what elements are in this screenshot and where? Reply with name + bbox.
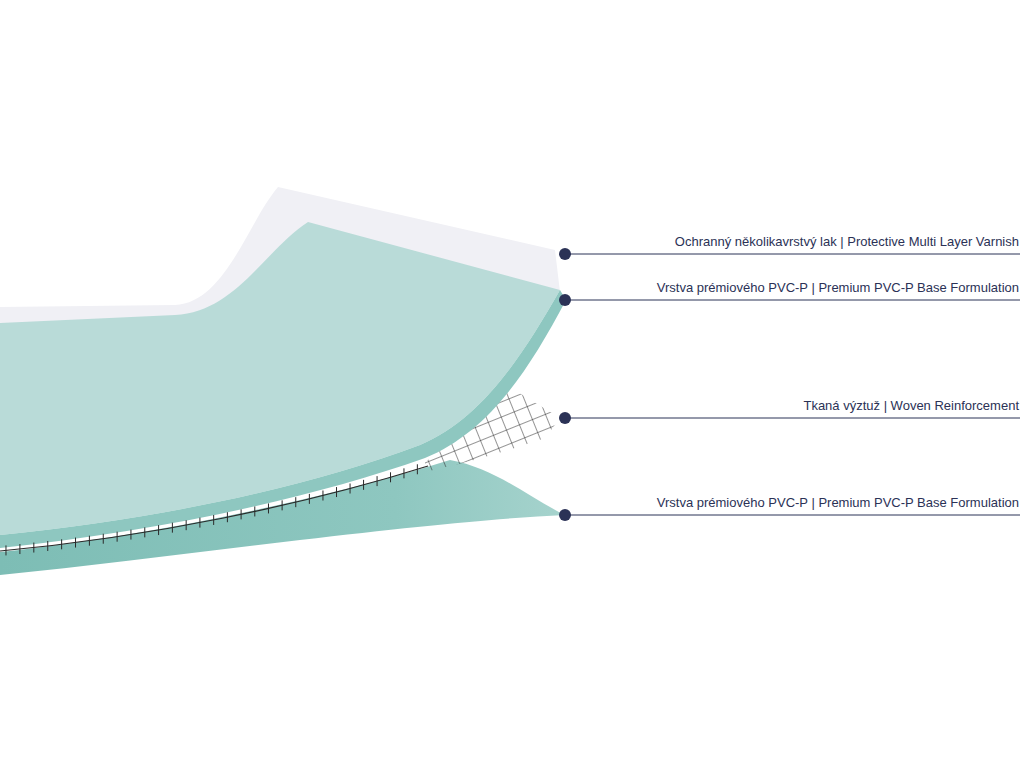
- reinforcement-tick: [282, 500, 283, 510]
- reinforcement-tick: [309, 494, 310, 504]
- reinforcement-tick: [47, 541, 48, 551]
- leader-line: [565, 300, 1020, 301]
- reinforcement-ticks: [6, 464, 417, 555]
- layer-label: Vrstva prémiového PVC-P | Premium PVC-P …: [657, 495, 1019, 511]
- leader-line: [565, 418, 1020, 419]
- reinforcement-tick: [377, 476, 378, 486]
- reinforcement-tick: [75, 538, 76, 548]
- reinforcement-tick: [268, 503, 269, 513]
- leader-dot: [559, 509, 571, 521]
- reinforcement-tick: [103, 534, 104, 544]
- leader-dots: [559, 248, 571, 521]
- reinforcement-tick: [363, 480, 364, 490]
- reinforcement-tick: [5, 545, 6, 555]
- reinforcement-tick: [130, 530, 131, 540]
- reinforcement-tick: [350, 484, 351, 494]
- leader-dot: [559, 248, 571, 260]
- reinforcement-tick: [295, 497, 296, 507]
- leader-dot: [559, 294, 571, 306]
- reinforcement-tick: [403, 468, 404, 478]
- reinforcement-tick: [117, 532, 118, 542]
- leader-line: [565, 254, 1020, 255]
- reinforcement-tick: [19, 544, 20, 554]
- leader-lines: [565, 254, 1020, 515]
- reinforcement-tick: [213, 515, 214, 525]
- reinforcement-tick: [417, 464, 418, 474]
- reinforcement-tick: [254, 506, 255, 516]
- reinforcement-tick: [241, 509, 242, 519]
- reinforcement-tick: [144, 527, 145, 537]
- leader-dot: [559, 412, 571, 424]
- reinforcement-tick: [336, 487, 337, 497]
- reinforcement-tick: [199, 518, 200, 528]
- reinforcement-tick: [33, 543, 34, 553]
- reinforcement-tick: [186, 520, 187, 530]
- reinforcement-tick: [227, 512, 228, 522]
- reinforcement-tick: [172, 523, 173, 533]
- reinforcement-tick: [158, 525, 159, 535]
- reinforcement-tick: [322, 491, 323, 501]
- layer-label: Vrstva prémiového PVC-P | Premium PVC-P …: [657, 280, 1019, 296]
- reinforcement-tick: [390, 472, 391, 482]
- layer-label: Ochranný několikavrstvý lak | Protective…: [675, 234, 1019, 250]
- reinforcement-tick: [89, 536, 90, 546]
- reinforcement-edge: [0, 466, 428, 551]
- reinforcement-tick: [61, 539, 62, 549]
- layer-label: Tkaná výztuž | Woven Reinforcement: [803, 398, 1019, 414]
- top-pvc-edge: [0, 290, 566, 548]
- leader-line: [565, 515, 1020, 516]
